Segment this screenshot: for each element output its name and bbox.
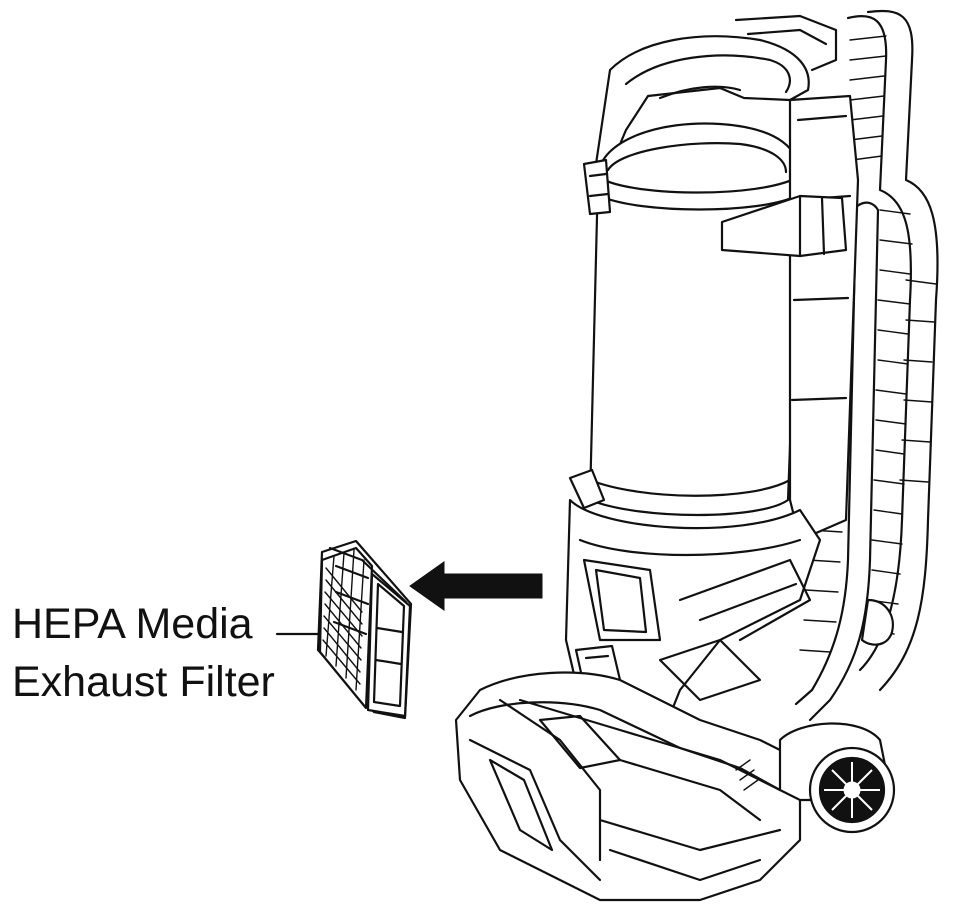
upright-vacuum-illustration — [454, 9, 939, 902]
insert-arrow-icon — [409, 561, 543, 611]
callout-label-line2: Exhaust Filter — [12, 658, 275, 706]
wheel-icon — [808, 746, 896, 834]
callout-label-line1: HEPA Media — [12, 600, 253, 648]
hepa-filter-icon — [316, 539, 413, 720]
